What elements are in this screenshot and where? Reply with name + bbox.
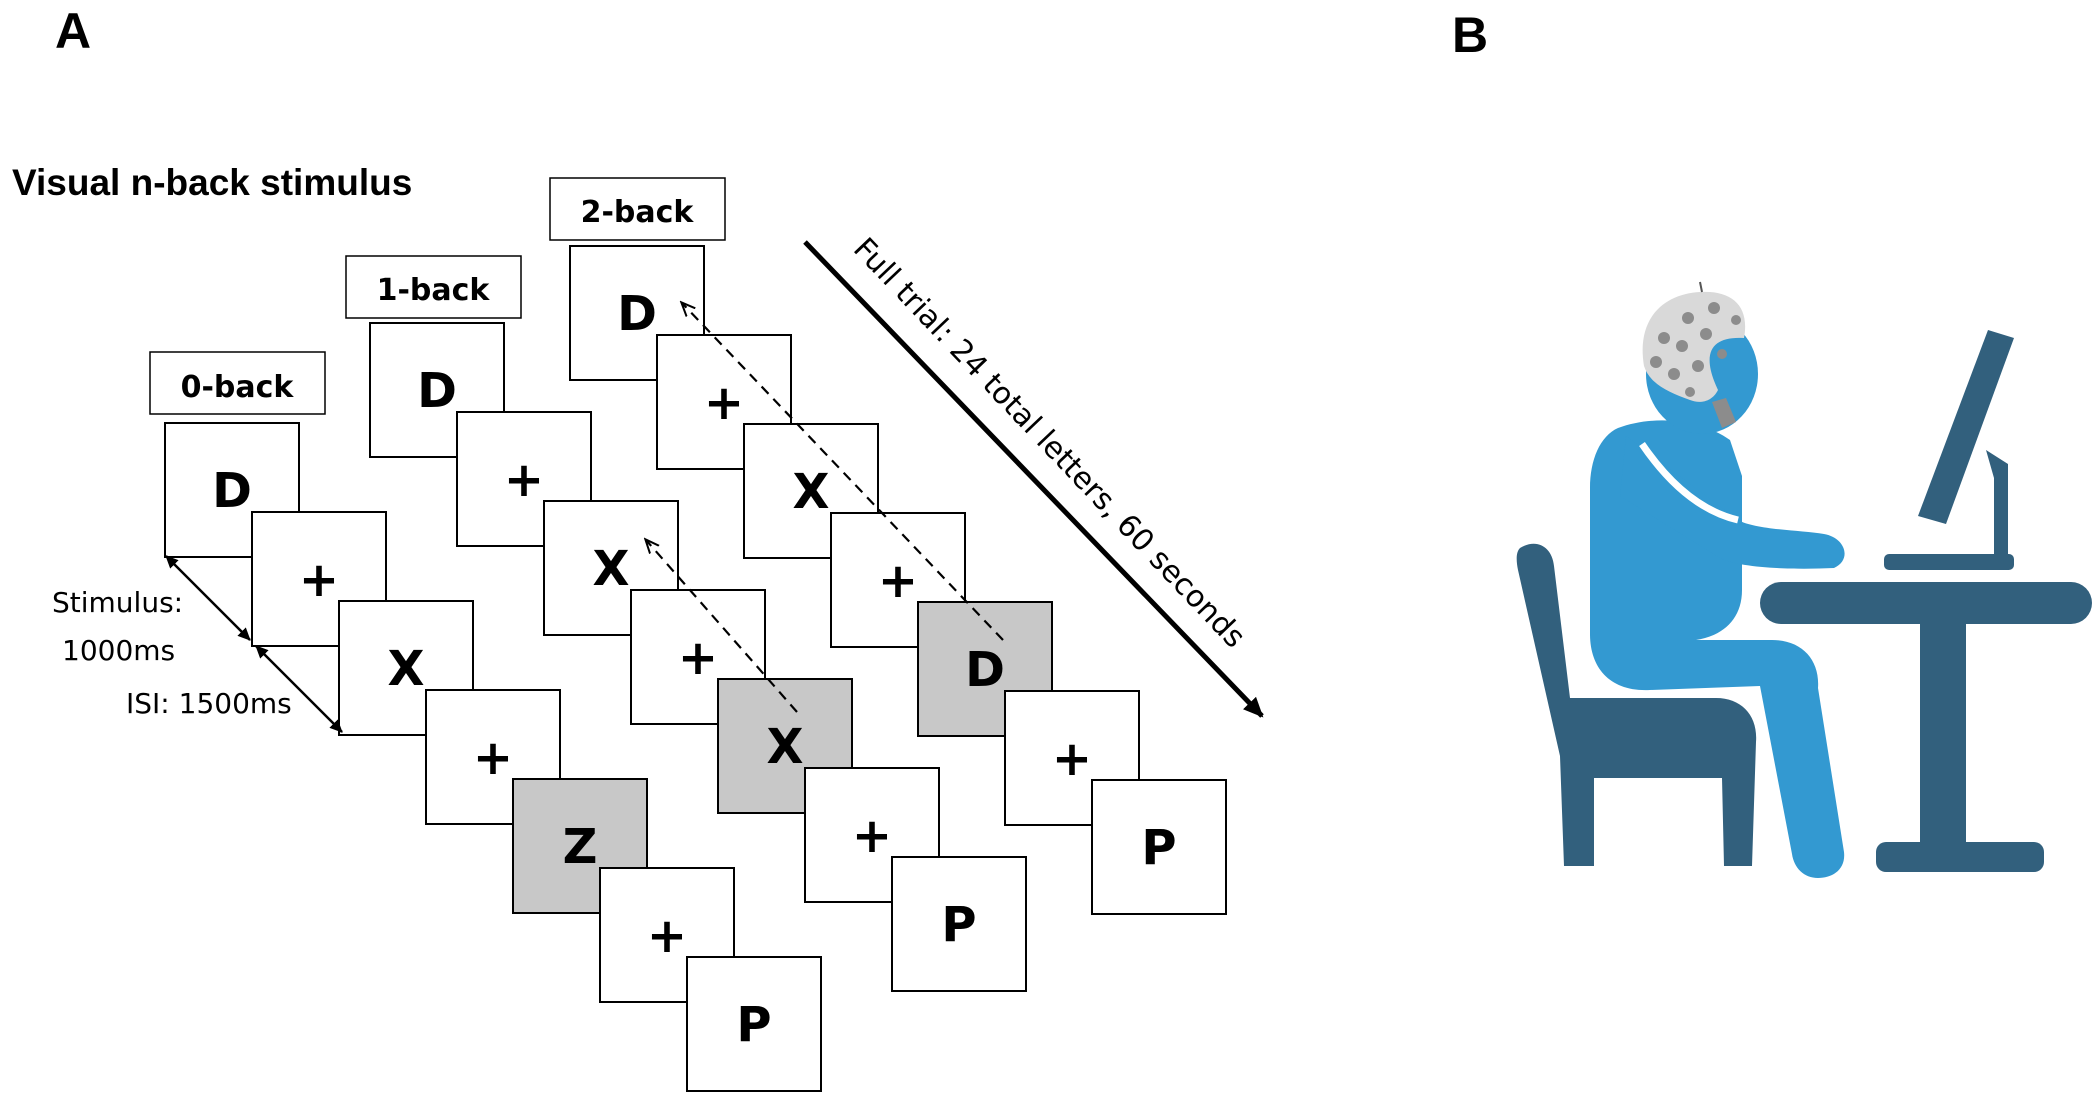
desk-icon [1760,582,2092,872]
condition-label-2back: 2-back [549,177,726,241]
stimulus-frame-text: + [299,552,339,608]
one-back-reference-arrow [646,540,798,713]
stimulus-frames: D + X + Z + P D + X + X + P D + X + D + P [164,245,1227,1092]
stimulus-frame-text: + [704,375,744,431]
stimulus-frame-text: D [617,286,657,342]
panel-b-label: B [1452,7,1488,63]
stimulus-frame-text: + [878,553,918,609]
two-back-reference-arrow [682,303,1004,641]
stimulus-frame-text: P [941,897,976,953]
svg-text:1-back: 1-back [377,273,491,308]
svg-text:0-back: 0-back [181,370,295,405]
stimulus-frame-text: X [792,464,829,520]
monitor-icon [1884,330,2014,570]
stimulus-duration-arrow [165,555,251,641]
stimulus-frame-text: + [678,630,718,686]
stimulus-timing-value: 1000ms [62,634,175,667]
timing-annotation: Stimulus: 1000ms ISI: 1500ms [52,555,343,733]
stimulus-frame-0back-0: D [164,422,300,558]
stimulus-frame-1back-6: P [891,856,1027,992]
stimulus-frame-text: X [592,541,629,597]
svg-text:2-back: 2-back [581,195,695,230]
panel-a-label: A [55,3,91,59]
isi-duration-arrow [255,645,343,733]
stimulus-frame-0back-6: P [686,956,822,1092]
stimulus-frame-text: Z [563,819,598,875]
condition-label-1back: 1-back [345,255,522,319]
stimulus-frame-text: + [647,908,687,964]
stimulus-frame-text: X [766,719,803,775]
stimulus-frame-text: + [504,452,544,508]
isi-timing-label: ISI: 1500ms [126,687,292,720]
stimulus-frame-text: + [473,730,513,786]
stimulus-frame-text: D [417,363,457,419]
full-trial-arrow [803,240,1264,718]
chair-icon [1516,543,1757,866]
stimulus-frame-text: + [1052,731,1092,787]
stimulus-frame-text: P [1141,820,1176,876]
stimulus-timing-label: Stimulus: [52,586,183,619]
stimulus-title: Visual n-back stimulus [12,162,412,203]
stimulus-frame-2back-6: P [1091,779,1227,915]
stimulus-frame-text: + [852,808,892,864]
eeg-cap-icon [1642,281,1746,428]
stimulus-frame-text: D [965,642,1005,698]
condition-label-0back: 0-back [149,351,326,415]
person-at-computer-with-eeg-cap-icon [1516,281,2092,878]
stimulus-frame-1back-0: D [369,322,505,458]
stimulus-frame-text: X [387,641,424,697]
stimulus-frame-text: P [736,997,771,1053]
stimulus-frame-text: D [212,463,252,519]
